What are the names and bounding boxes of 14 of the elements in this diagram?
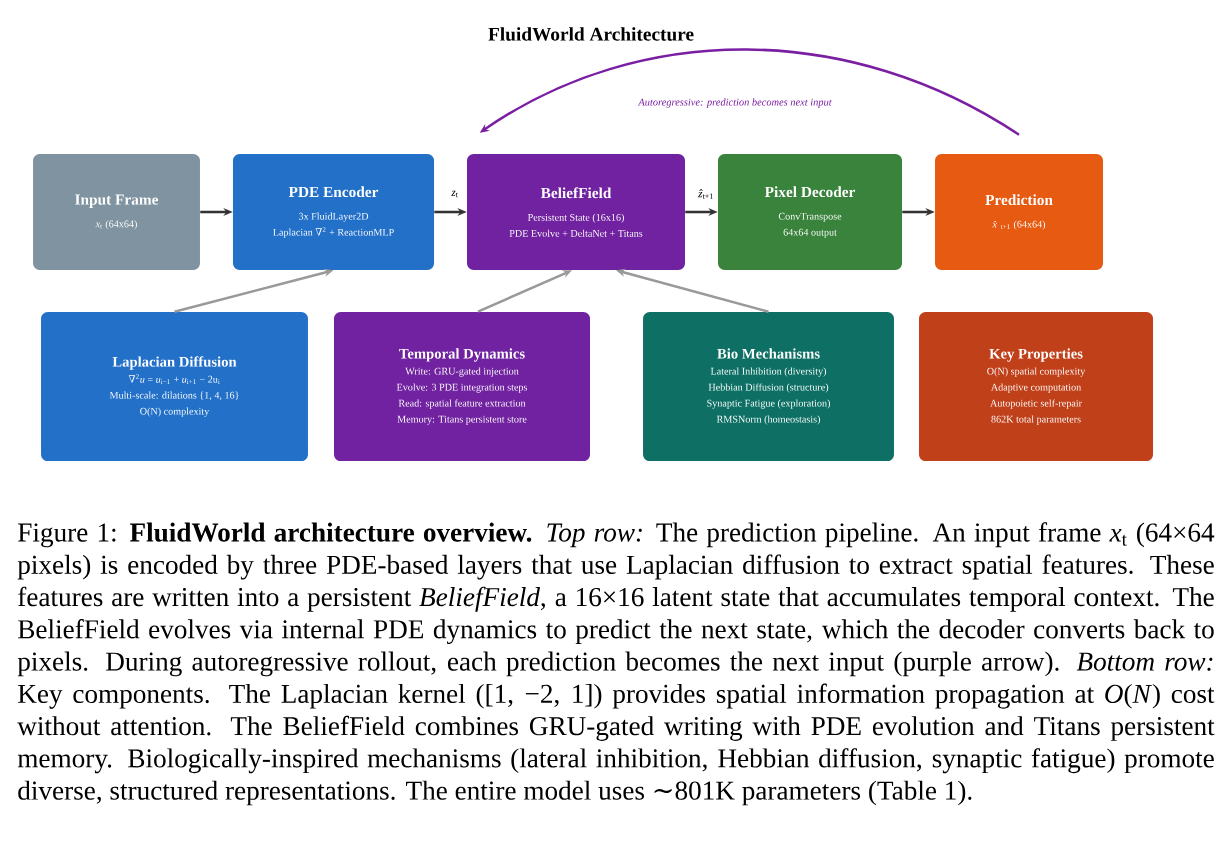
edge-label: ẑ$_{t+1}$ [698, 189, 713, 199]
edge-label: Autoregressive: prediction becomes next input [637, 98, 832, 108]
edge-label: z$_{t}$ [451, 190, 458, 198]
caption: Figure 1: FluidWorld architecture overview. Top row: The prediction pipeline. An input frame x$_{t}$ (64×64 pixels) is encoded by three PDE-based layers that use Laplacian diffusion to extract spatial features. These features are written into a persistent BeliefField, a 16×16 latent state that accumulates temporal context. The BeliefField evolves via internal PDE dynamics to predict the next state, which the decoder converts back to pixels. During autoregressive rollout, each prediction becomes the next input (purple arrow). Bottom row: Key components. The Laplacian kernel ([1, −2, 1]) provides spatial information propagation at O(N) cost without attention. The BeliefField combines GRU-gated writing with PDE evolution and Titans persistent memory. Biologically-inspired mechanisms (lateral inhibition, Hebbian diffusion, synaptic fatigue) promote diverse, structured representations. The entire model uses ∼801K parameters (Table 1). [17, 522, 1215, 806]
info-card: Laplacian Diffusion ∇$^{2}$u = u$_{i−1}$ + u$_{i+1}$ − 2u$_{i}$ Multi-scale: dilations {1, 4, 16} O(N) complexity [41, 312, 308, 462]
title: FluidWorld Architecture [488, 27, 694, 41]
info-card: Temporal Dynamics Write: GRU-gated injection Evolve: 3 PDE integration steps Read: spatial feature extraction Memory: Titans persistent store [334, 312, 590, 462]
info-card: Key Properties O(N) spatial complexity Adaptive computation Autopoietic self-repair 862K total parameters [919, 312, 1153, 462]
process-box: PDE Encoder 3x FluidLayer2D Laplacian ∇$^{2}$ + ReactionMLP [232, 154, 435, 270]
process-box: BeliefField Persistent State (16x16) PDE Evolve + DeltaNet + Titans [467, 154, 685, 270]
process-box: Pixel Decoder ConvTranspose 64x64 output [718, 154, 902, 270]
process-box: Input Frame x$_{t}$ (64x64) [33, 154, 200, 270]
info-card: Bio Mechanisms Lateral Inhibition (diversity) Hebbian Diffusion (structure) Synaptic Fatigue (exploration) RMSNorm (homeostasis) [643, 312, 894, 462]
process-box: Prediction x̂$_{t+1}$ (64x64) [935, 154, 1103, 270]
